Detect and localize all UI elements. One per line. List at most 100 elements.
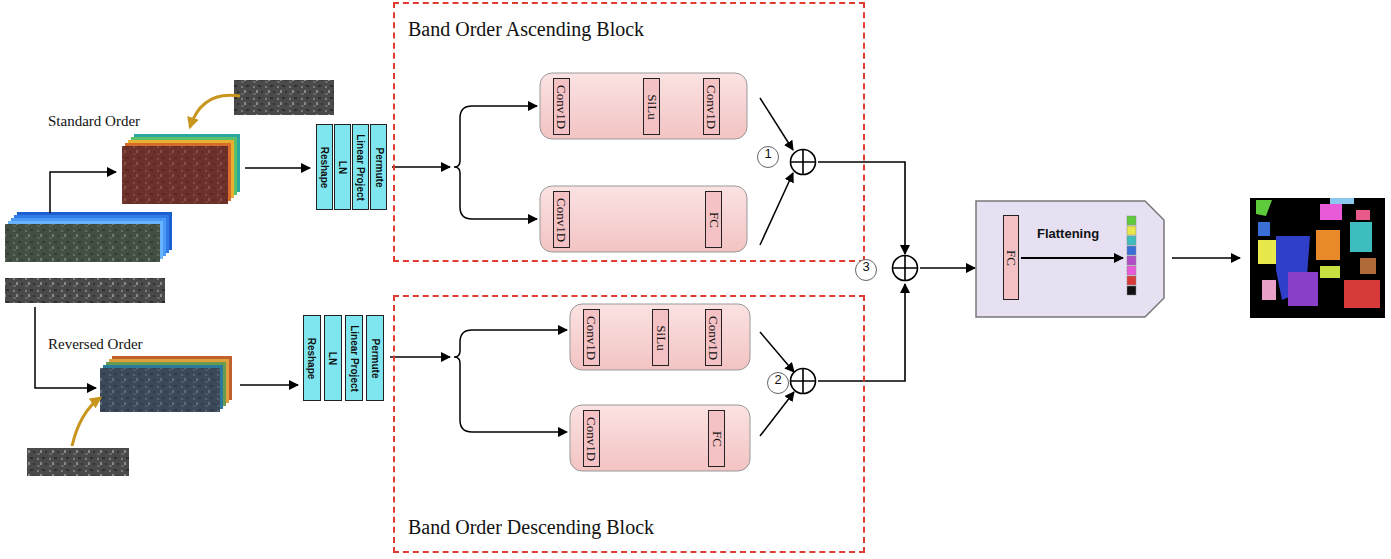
embedding-step-box: Reshape <box>303 315 321 401</box>
output-vector-cell <box>1127 226 1136 235</box>
box-label: LN <box>328 351 339 364</box>
reversed-order-stack <box>100 356 232 412</box>
flow-arrow-part <box>240 384 298 386</box>
box-label: Linear Project <box>355 134 366 201</box>
layer-box: FC <box>708 410 725 467</box>
box-label: Flattening <box>1037 226 1099 241</box>
layer-box: SiLu <box>643 78 660 135</box>
embedding-step-box: LN <box>334 124 351 210</box>
classification-map-part <box>1344 280 1380 308</box>
curved-arrow-part <box>72 398 100 446</box>
embedding-step-box: Permute <box>370 124 387 210</box>
hyperspectral-cube <box>5 212 172 262</box>
split-bracket <box>454 106 472 432</box>
flow-arrow-part <box>472 431 567 433</box>
layer-box: Conv1D <box>553 78 570 135</box>
flow-arrow-part <box>472 105 537 107</box>
block-title: Band Order Descending Block <box>408 516 863 539</box>
classification-map <box>1250 198 1385 318</box>
flatten-arrow <box>1021 257 1123 259</box>
flow-arrow-part <box>760 98 793 150</box>
classification-map-part <box>1330 198 1354 204</box>
sum-symbol <box>765 367 818 397</box>
classification-map-part <box>1360 258 1376 274</box>
plus-sign <box>791 150 816 175</box>
box-label: Conv1D <box>706 315 722 359</box>
order-label: Reversed Order <box>48 336 143 353</box>
box-label: Permute <box>373 147 384 187</box>
sum-node: 3 <box>853 254 920 284</box>
order-label: Standard Order <box>48 113 140 130</box>
gray-band-image-part <box>5 278 165 303</box>
plus-circle <box>893 256 918 281</box>
layer-box: Conv1D <box>583 309 600 366</box>
embedding-step-box: Linear Project <box>345 315 363 401</box>
plus-sign <box>791 369 816 394</box>
operator-panel-part <box>570 405 750 471</box>
classification-map-part <box>1316 230 1340 260</box>
standard-order-stack-part <box>122 146 228 204</box>
flow-connector <box>818 284 905 381</box>
operator-panel-part <box>540 186 747 252</box>
band-order-block: Band Order Descending BlockConv1DSiLuCon… <box>393 295 865 553</box>
inserted-band-image <box>27 80 334 476</box>
box-label: FC <box>706 212 722 228</box>
box-label: FC <box>709 431 725 447</box>
classification-map-part <box>1258 222 1270 236</box>
callout-number: 3 <box>855 259 877 281</box>
box-label: Conv1D <box>704 84 720 128</box>
callout-circle <box>758 147 779 168</box>
layer-box: Conv1D <box>703 78 720 135</box>
layer-box: Conv1D <box>553 191 570 248</box>
flow-arrow-part <box>760 392 794 436</box>
classification-map-part <box>1256 200 1272 216</box>
box-label: Conv1D <box>584 416 600 460</box>
box-label: SiLu <box>644 94 660 119</box>
box-label: Reshape <box>307 337 318 379</box>
inserted-band-image-part <box>234 80 334 115</box>
split-bracket-part <box>454 330 472 432</box>
classification-map-part <box>1320 204 1342 220</box>
operator-panel-part <box>540 73 747 139</box>
split-bracket-part <box>454 106 472 219</box>
output-vector-cell <box>1127 246 1136 255</box>
embedding-step-box: LN <box>324 315 342 401</box>
gray-band-image <box>5 278 165 303</box>
output-vector-cell <box>1127 286 1136 295</box>
plus-circle <box>791 369 816 394</box>
sum-node: 2 <box>765 367 818 397</box>
sum-node: 1 <box>755 146 818 178</box>
classification-map-part <box>1320 266 1340 278</box>
band-order-block: Band Order Ascending BlockConv1DSiLuConv… <box>393 2 865 262</box>
flow-connector <box>818 162 905 254</box>
embedding-step-box: Permute <box>366 315 384 401</box>
box-label: Conv1D <box>554 197 570 241</box>
flow-arrow-part <box>472 218 537 220</box>
box-label: Linear Project <box>349 325 360 392</box>
output-vector-cell <box>1127 216 1136 225</box>
box-label: SiLu <box>653 325 669 350</box>
classification-map-part <box>1350 222 1372 252</box>
callout-number: 1 <box>757 146 779 168</box>
classification-map-part <box>1288 272 1318 306</box>
box-label: Conv1D <box>584 315 600 359</box>
flow-arrow-part <box>472 329 567 331</box>
flow-arrow-part <box>392 166 450 168</box>
output-vector-cell <box>1127 266 1136 275</box>
head-shape <box>976 201 1164 317</box>
block-title: Band Order Ascending Block <box>408 18 863 41</box>
output-vector-cell <box>1127 256 1136 265</box>
classification-map-part <box>1356 210 1370 220</box>
output-vector-cell <box>1127 276 1136 285</box>
flattening-head: Flattening FC <box>975 200 1165 318</box>
output-vector-cell <box>1127 236 1136 245</box>
flow-arrow-part <box>760 332 794 372</box>
embedding-step-box: Reshape <box>316 124 333 210</box>
flow-arrow-part <box>390 356 450 358</box>
layer-box: FC <box>1003 215 1019 300</box>
curved-arrow <box>72 95 240 446</box>
layer-box: FC <box>705 191 722 248</box>
layer-box: Conv1D <box>583 410 600 467</box>
reversed-order-stack-part <box>100 368 220 412</box>
